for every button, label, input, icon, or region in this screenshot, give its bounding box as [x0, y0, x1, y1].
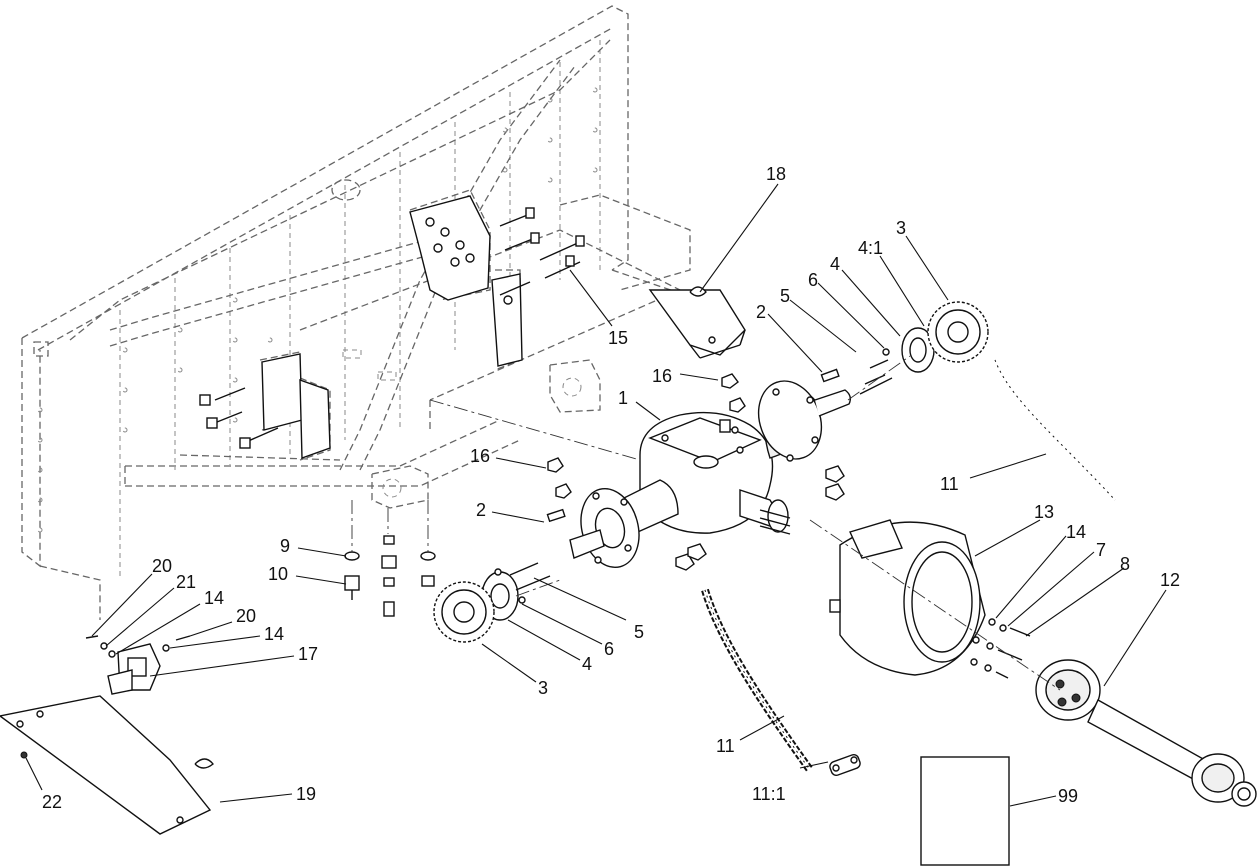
- connecting-link: [829, 754, 861, 776]
- callout-13: 13: [1034, 502, 1054, 522]
- callout-5b: 5: [634, 622, 644, 642]
- shield-hardware: [970, 618, 1031, 679]
- callout-19: 19: [296, 784, 316, 804]
- callout-2a: 2: [756, 302, 766, 322]
- callout-11a: 11: [940, 474, 959, 494]
- bolt-stack: [344, 535, 436, 617]
- leader-lines: [25, 183, 1167, 807]
- callout-12: 12: [1160, 570, 1180, 590]
- callout-5a: 5: [780, 286, 790, 306]
- callout-99: 99: [1058, 786, 1078, 806]
- callout-17: 17: [298, 644, 318, 664]
- lower-bracket: [0, 635, 214, 835]
- alignment-lines: [351, 355, 1061, 691]
- callout-15: 15: [608, 328, 628, 348]
- callout-16a: 16: [652, 366, 672, 386]
- callout-20a: 20: [152, 556, 172, 576]
- chain-lower: [701, 588, 814, 773]
- callout-21: 21: [176, 572, 196, 592]
- gearbox: [546, 368, 852, 569]
- callout-7: 7: [1096, 540, 1106, 560]
- callout-labels: 18 15 1 2 5 6 4 4:1 3 16 16 2 5 6 4 3 11…: [42, 164, 1180, 812]
- callout-16b: 16: [470, 446, 490, 466]
- callout-9: 9: [280, 536, 290, 556]
- callout-14c: 14: [264, 624, 284, 644]
- manual-99: [920, 756, 1010, 866]
- callout-6a: 6: [808, 270, 818, 290]
- callout-8: 8: [1120, 554, 1130, 574]
- callout-14b: 14: [204, 588, 224, 608]
- callout-3a: 3: [896, 218, 906, 238]
- callout-4b: 4: [582, 654, 592, 674]
- callout-4a: 4: [830, 254, 840, 274]
- callout-2b: 2: [476, 500, 486, 520]
- callout-10: 10: [268, 564, 288, 584]
- callout-14a: 14: [1066, 522, 1086, 542]
- upper-hub-sprocket: [859, 301, 989, 395]
- callout-4-1: 4:1: [858, 238, 883, 258]
- lower-hub-sprocket: [433, 562, 551, 643]
- callout-20b: 20: [236, 606, 256, 626]
- callout-11b: 11: [716, 736, 735, 756]
- callout-6b: 6: [604, 639, 614, 659]
- callout-3b: 3: [538, 678, 548, 698]
- bracket-18: [648, 286, 746, 359]
- phantom-frame: [21, 5, 701, 620]
- callout-22: 22: [42, 792, 62, 812]
- callout-1: 1: [618, 388, 628, 408]
- chain-upper: [993, 359, 1117, 502]
- callout-11-1: 11:1: [752, 784, 786, 804]
- upper-hitch-bracket: [409, 195, 523, 367]
- nuts-16: [547, 373, 845, 571]
- hitch-bolts: [199, 207, 585, 459]
- shield-13: [829, 519, 986, 676]
- pto-shaft: [1035, 659, 1257, 807]
- callout-18: 18: [766, 164, 786, 184]
